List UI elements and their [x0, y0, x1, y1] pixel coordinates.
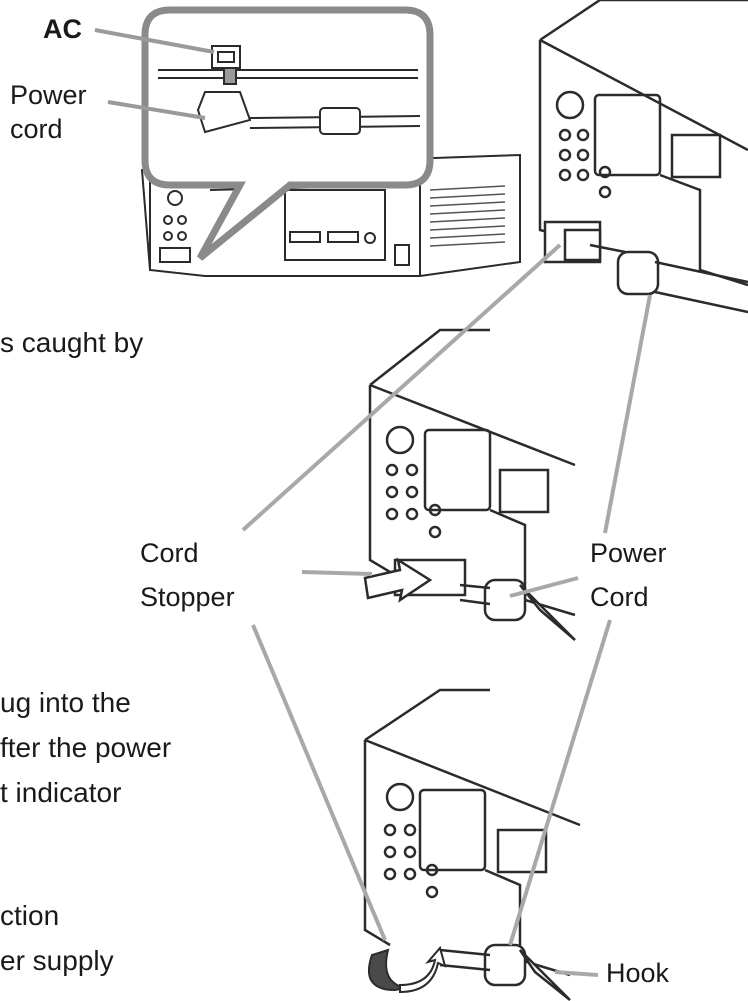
- body-text-line-2: ug into the: [0, 687, 131, 719]
- body-text-line-3: fter the power: [0, 732, 171, 764]
- ac-label: AC: [43, 14, 82, 45]
- leader-lines: [243, 245, 650, 975]
- body-text-line-5: ction: [0, 900, 59, 932]
- hook-label: Hook: [606, 958, 669, 989]
- wrap-arrow-icon: [400, 948, 445, 992]
- power-cord-top-label-line1: Power: [10, 80, 87, 111]
- body-text-line-1: s caught by: [0, 327, 143, 359]
- power-cord-top-label-line2: cord: [10, 114, 63, 145]
- projector-side-bottom: [365, 690, 580, 1000]
- projector-side-top: [540, 0, 748, 312]
- body-text-line-6: er supply: [0, 945, 114, 977]
- cord-stopper-label-line2: Stopper: [140, 582, 235, 613]
- body-text-line-4: t indicator: [0, 777, 121, 809]
- power-cord-right-label-line1: Power: [590, 538, 667, 569]
- cord-stopper-label-line1: Cord: [140, 538, 199, 569]
- power-cord-right-label-line2: Cord: [590, 582, 649, 613]
